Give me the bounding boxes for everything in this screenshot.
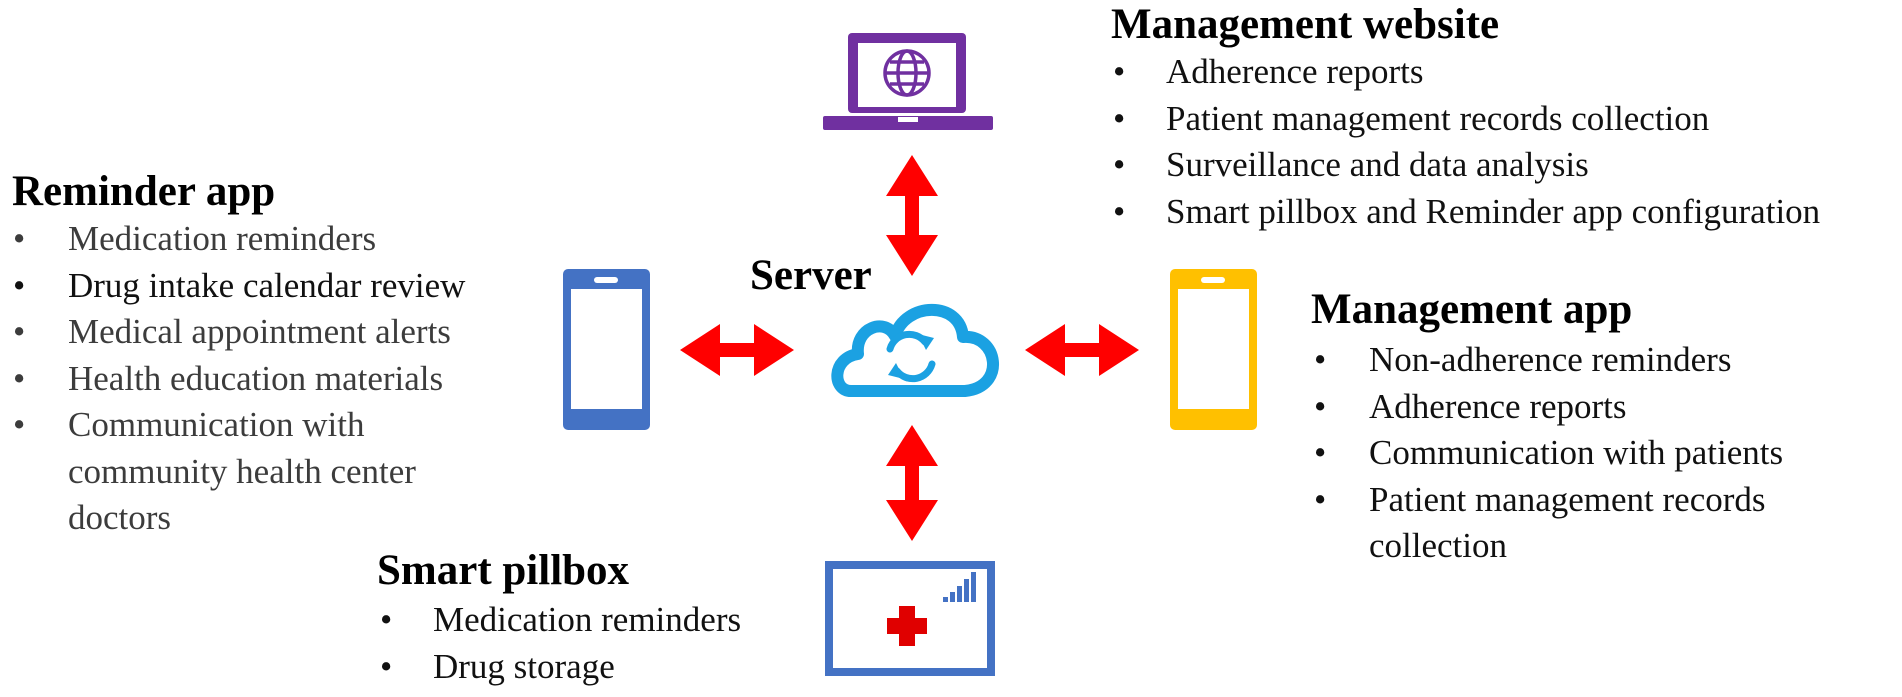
cloud-sync-icon [831,303,999,397]
management-smartphone-icon [1170,269,1257,430]
list-item: Medical appointment alerts [13,309,513,356]
list-item: Health education materials [13,356,513,403]
pillbox-icon [825,561,995,676]
reminder-app-feature-list: Medication reminders Drug intake calenda… [13,216,513,542]
list-item: Patient management records collection [1314,477,1789,570]
list-item: Medication reminders [13,216,513,263]
management-app-feature-list: Non-adherence reminders Adherence report… [1314,337,1789,570]
list-item: Drug storage [377,644,741,691]
reminder-smartphone-icon [563,269,650,430]
list-item: Drug intake calendar review [13,263,513,310]
medical-cross-icon [887,606,927,646]
server-label: Server [750,252,872,299]
arrow-server-management [1025,324,1139,376]
reminder-app-title: Reminder app [12,168,276,215]
list-item: Smart pillbox and Reminder app configura… [1110,189,1820,236]
smart-pillbox-title: Smart pillbox [377,547,630,594]
list-item: Non-adherence reminders [1314,337,1789,384]
smart-pillbox-feature-list: Medication reminders Drug storage [377,597,741,690]
arrow-reminder-server [680,324,794,376]
management-app-title: Management app [1311,286,1633,333]
list-item: Communication with patients [1314,430,1789,477]
list-item: Adherence reports [1110,49,1820,96]
arrow-server-pillbox [886,425,938,541]
arrow-server-website [886,155,938,276]
laptop-globe-icon [823,33,993,130]
list-item: Medication reminders [377,597,741,644]
list-item: Adherence reports [1314,384,1789,431]
signal-bars-icon [943,572,976,602]
management-website-feature-list: Adherence reports Patient management rec… [1110,49,1820,235]
management-website-title: Management website [1111,1,1500,48]
list-item: Communication with community health cent… [13,402,423,542]
list-item: Patient management records collection [1110,96,1820,143]
list-item: Surveillance and data analysis [1110,142,1820,189]
